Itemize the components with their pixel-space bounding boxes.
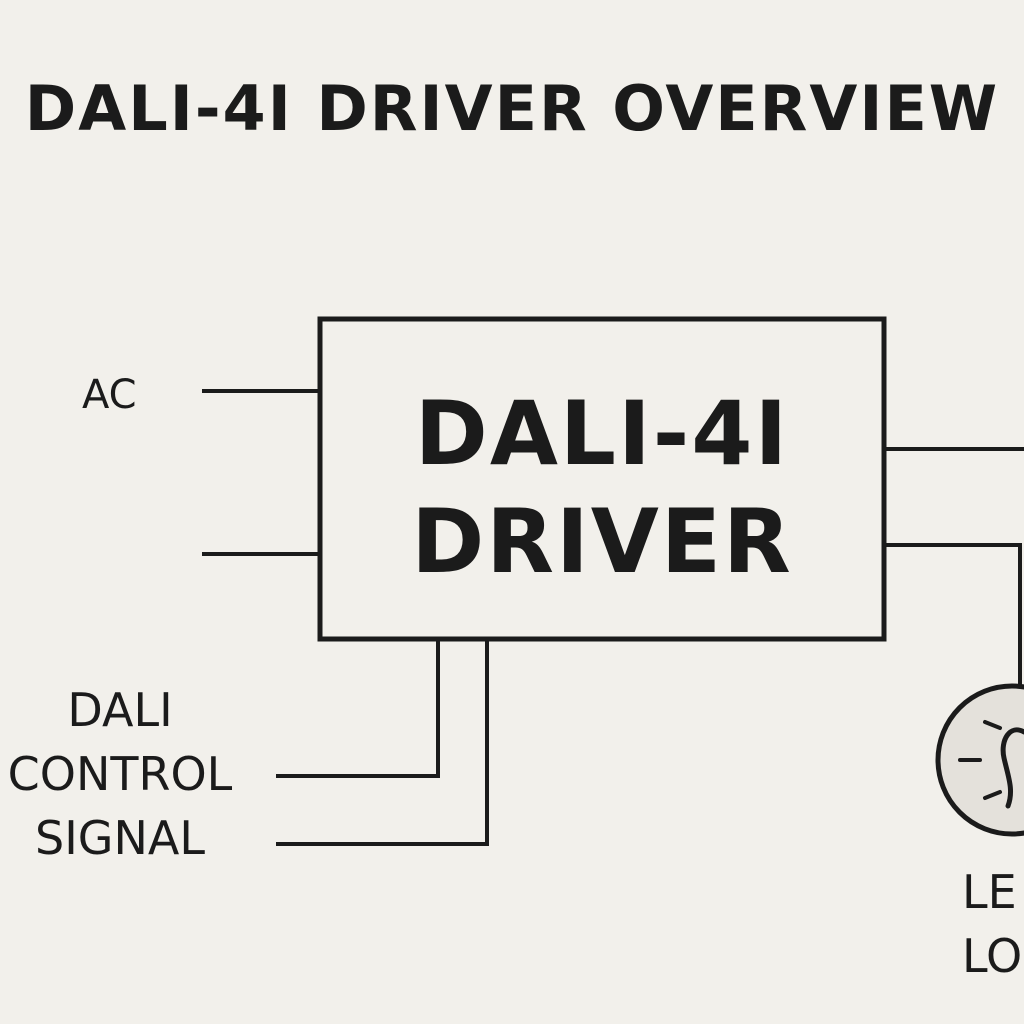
dali-label-line-3: SIGNAL xyxy=(35,811,205,865)
driver-label-line-2: DRIVER xyxy=(411,490,793,593)
led-load-label: LE LO xyxy=(962,860,1022,988)
driver-block xyxy=(317,316,887,642)
ac-input-label: AC xyxy=(82,372,137,418)
dali-control-signal-label: DALI CONTROL SIGNAL xyxy=(0,678,250,870)
dali-label-line-1: DALI xyxy=(67,683,173,737)
dali-label-line-2: CONTROL xyxy=(7,747,233,801)
led-output-wire-bottom xyxy=(884,543,1022,690)
driver-label-line-1: DALI-4I xyxy=(414,382,790,485)
led-label-line-1: LE xyxy=(962,865,1017,919)
driver-block-label: DALI-4I DRIVER xyxy=(320,380,884,596)
dali-control-wire-1 xyxy=(276,639,440,778)
dali-control-wire-2 xyxy=(276,639,489,846)
diagram-title: DALI-4I DRIVER OVERVIEW xyxy=(24,72,1000,145)
light-bulb-icon xyxy=(935,683,1024,837)
led-label-line-2: LO xyxy=(962,929,1023,983)
